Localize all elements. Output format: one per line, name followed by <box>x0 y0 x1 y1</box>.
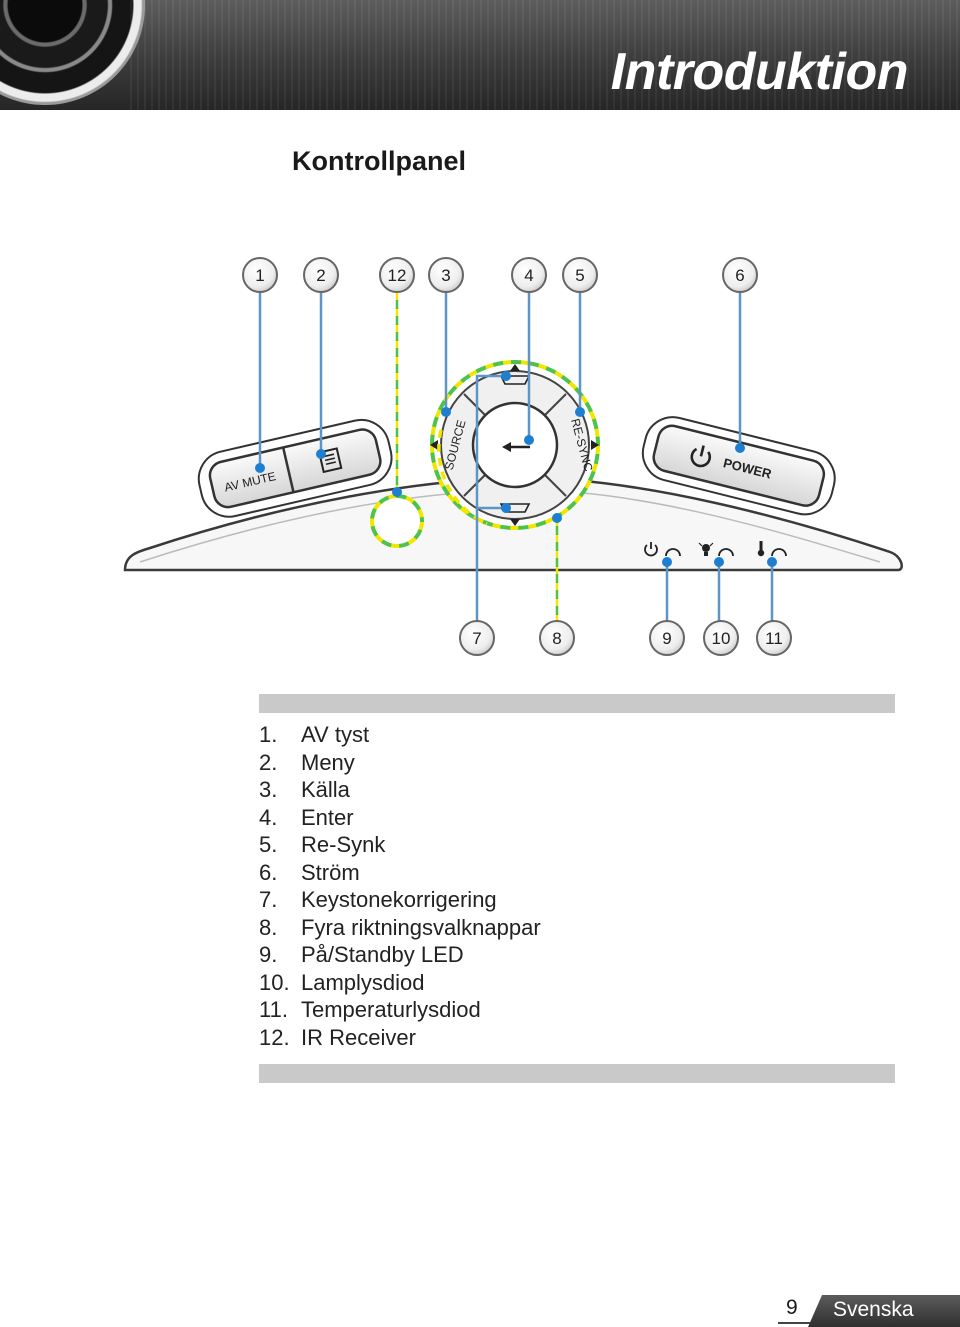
callout-6: 6 <box>735 266 744 285</box>
enter-button <box>471 401 559 489</box>
callout-4: 4 <box>524 266 533 285</box>
language-label: Svenska <box>833 1298 914 1321</box>
section-title: Kontrollpanel <box>292 146 466 176</box>
callout-1: 1 <box>255 266 264 285</box>
list-item: 7.Keystonekorrigering <box>259 887 497 912</box>
chapter-title: Introduktion <box>610 43 909 101</box>
callout-5: 5 <box>575 266 584 285</box>
list-item: 6.Ström <box>259 859 360 885</box>
list-item: 2.Meny <box>259 749 355 775</box>
list-item: 3.Källa <box>259 777 350 802</box>
power-led-icon <box>644 542 658 557</box>
callout-9: 9 <box>662 629 671 648</box>
callout-7: 7 <box>472 629 481 648</box>
page-header: Introduktion <box>0 0 960 110</box>
legend-list: 1.AV tyst 2.Meny 3.Källa 4.Enter 5.Re-Sy… <box>259 721 541 1051</box>
callout-11: 11 <box>765 629 783 648</box>
control-panel-diagram: AV MUTE POWER <box>123 257 903 656</box>
list-item: 10.Lamplysdiod <box>259 969 425 995</box>
list-item: 8.Fyra riktningsvalknappar <box>259 914 541 940</box>
list-item: 11.Temperaturlysdiod <box>259 997 481 1022</box>
list-item: 9.På/Standby LED <box>259 942 464 967</box>
legend-top-bar <box>259 694 895 713</box>
right-arrow-icon <box>591 440 599 450</box>
callout-12: 12 <box>388 266 407 285</box>
language-tab <box>808 1295 960 1327</box>
power-button-group: POWER <box>641 416 836 516</box>
list-item: 12.IR Receiver <box>259 1024 416 1050</box>
callout-2: 2 <box>316 266 325 285</box>
enter-arrow-icon <box>502 442 530 452</box>
callout-10: 10 <box>712 629 731 648</box>
list-item: 1.AV tyst <box>259 722 370 747</box>
page-number: 9 <box>786 1296 798 1319</box>
temperature-led-icon <box>757 541 765 557</box>
menu-icon <box>318 447 343 474</box>
legend-bottom-bar <box>259 1064 895 1083</box>
av-mute-menu-buttons: AV MUTE <box>197 418 393 518</box>
list-item: 4.Enter <box>259 804 354 830</box>
left-arrow-icon <box>430 440 438 450</box>
directional-pad: SOURCE RE-SYNC <box>430 360 600 530</box>
callout-3: 3 <box>441 266 450 285</box>
list-item: 5.Re-Synk <box>259 832 386 857</box>
lens-graphic <box>0 0 145 105</box>
power-icon <box>690 445 712 468</box>
lamp-led-icon <box>698 542 714 556</box>
callout-8: 8 <box>552 629 561 648</box>
